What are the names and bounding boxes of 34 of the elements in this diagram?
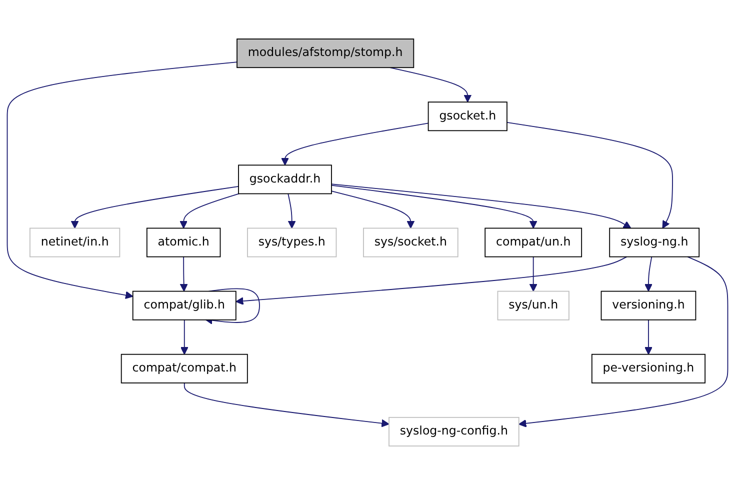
arrow <box>331 190 415 229</box>
file-box: compat/un.h <box>484 228 582 258</box>
arrow <box>644 319 652 355</box>
arrow <box>184 382 390 428</box>
file-box: sys/types.h <box>247 228 337 258</box>
file-box: gsockaddr.h <box>238 164 332 194</box>
arrow <box>506 122 673 229</box>
arrow <box>518 256 728 428</box>
arrow <box>529 256 538 292</box>
arrow <box>6 62 238 300</box>
arrow <box>70 186 239 229</box>
file-box: netinet/in.h <box>30 228 120 258</box>
loop-arrow <box>204 288 260 324</box>
arrow <box>288 193 296 229</box>
file-box: pe-versioning.h <box>591 354 706 384</box>
arrow <box>389 67 472 102</box>
arrow <box>644 256 652 292</box>
arrow <box>331 184 632 229</box>
file-box: gsocket.h <box>428 102 508 132</box>
arrow <box>236 256 628 306</box>
file-box: compat/glib.h <box>132 290 236 320</box>
file-box: sys/socket.h <box>363 228 458 258</box>
arrow <box>331 184 538 229</box>
file-box: syslog-ng.h <box>609 228 700 258</box>
file-box: syslog-ng-config.h <box>388 416 520 446</box>
arrow <box>180 256 188 292</box>
file-box: compat/compat.h <box>120 354 248 384</box>
file-box: modules/afstomp/stomp.h <box>236 38 414 68</box>
arrow <box>180 193 240 229</box>
file-box: versioning.h <box>600 290 696 320</box>
arrow <box>281 122 429 166</box>
file-box: sys/un.h <box>497 290 570 320</box>
arrow <box>180 319 188 355</box>
file-box: atomic.h <box>146 228 221 258</box>
